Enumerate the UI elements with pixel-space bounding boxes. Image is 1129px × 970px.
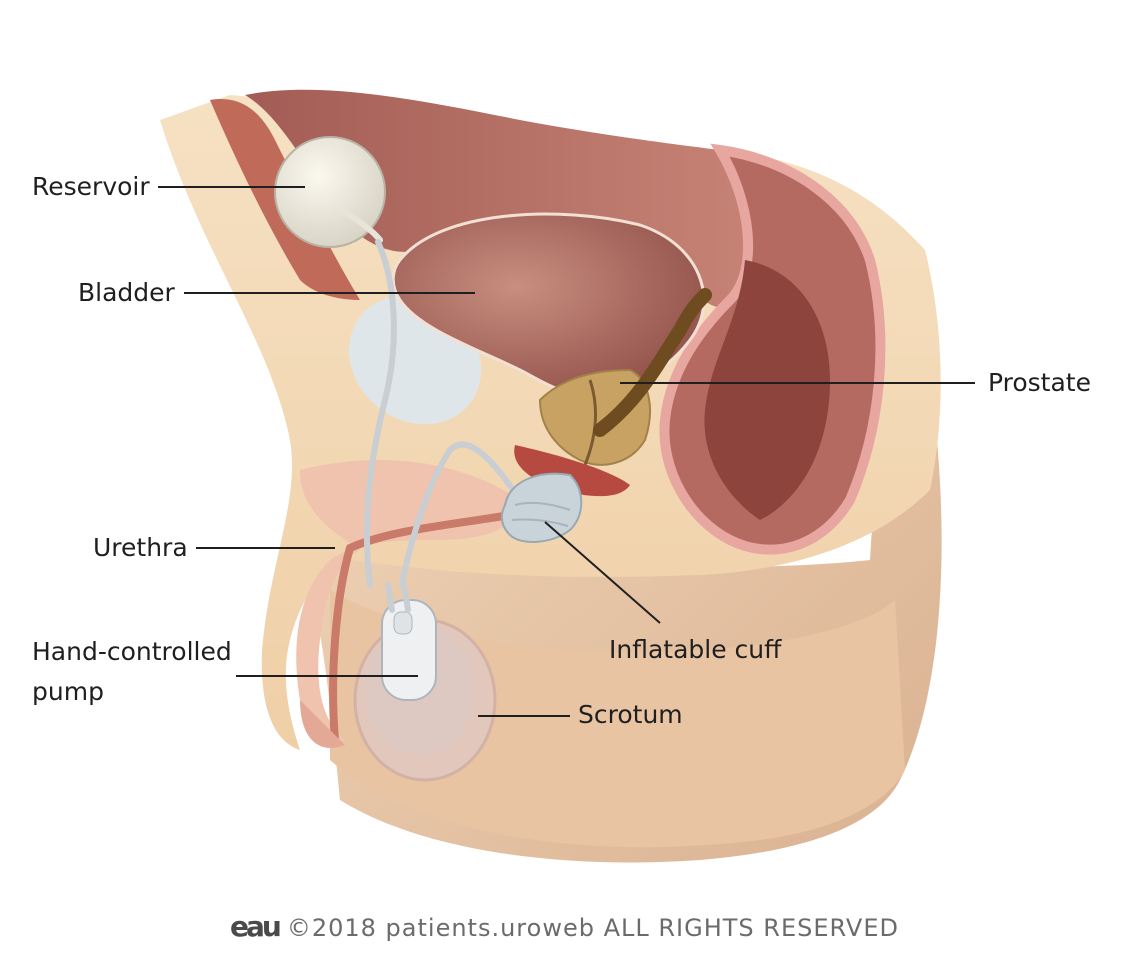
rectum <box>659 143 886 555</box>
leader-lines <box>158 186 975 717</box>
label-urethra: Urethra <box>93 533 188 562</box>
prostate <box>538 368 651 466</box>
tubing <box>363 239 523 588</box>
label-scrotum: Scrotum <box>578 700 683 729</box>
label-cuff: Inflatable cuff <box>609 635 782 664</box>
copyright-footer: eau©2018 patients.uroweb ALL RIGHTS RESE… <box>0 910 1129 943</box>
reservoir <box>274 136 386 248</box>
label-pump-line2: pump <box>32 677 104 706</box>
label-prostate: Prostate <box>988 368 1091 397</box>
leader-cuff <box>544 521 661 624</box>
eau-logo: eau <box>230 910 282 943</box>
seminal-vesicle <box>593 288 712 437</box>
label-pump-line1: Hand-controlled <box>32 637 232 666</box>
label-reservoir: Reservoir <box>32 172 150 201</box>
copyright-text: ©2018 patients.uroweb ALL RIGHTS RESERVE… <box>286 914 899 942</box>
label-bladder: Bladder <box>78 278 175 307</box>
inflatable-cuff <box>500 472 583 543</box>
pelvic-muscle <box>514 445 630 497</box>
